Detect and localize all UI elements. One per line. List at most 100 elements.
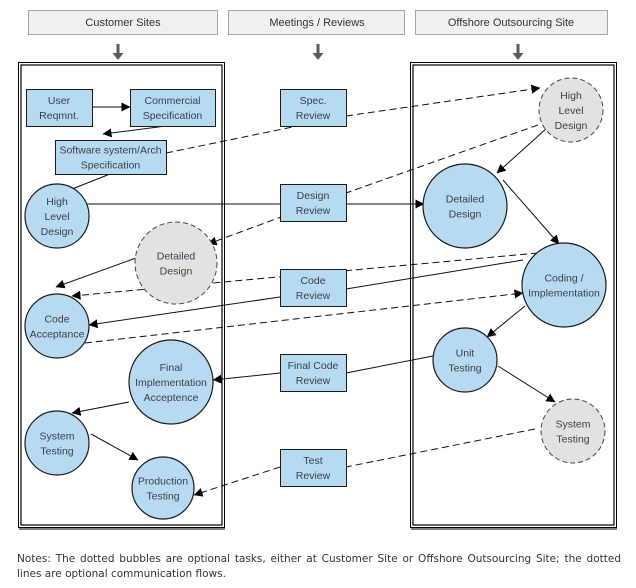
node-label: Design	[449, 209, 482, 221]
node-label: High	[560, 90, 582, 102]
edge-cust-system-testing-to-production-testing	[90, 433, 139, 461]
node-label: Software system/Arch	[59, 145, 161, 157]
node-label: Level	[44, 211, 69, 223]
node-label: Specification	[143, 110, 203, 122]
column-header-label: Customer Sites	[85, 17, 161, 29]
node-label: Coding /	[544, 273, 583, 285]
node-label: Testing	[146, 491, 179, 503]
node-label: System	[555, 419, 590, 431]
node-label: Acceptance	[30, 329, 85, 341]
task-box	[280, 89, 347, 127]
edge-off-system-testing-to-test-review	[345, 428, 536, 468]
edge-coding-impl-to-code-review	[345, 259, 524, 290]
node-label: Production	[138, 476, 188, 488]
node-label: Final Code	[288, 360, 339, 372]
nodes-layer: UserReqmnt.CommercialSpecificationSoftwa…	[24, 77, 607, 520]
edge-spec-review-to-off-hld	[345, 84, 541, 117]
task-bubble	[131, 456, 195, 520]
diagram-notes: Notes: The dotted bubbles are optional t…	[17, 553, 621, 580]
node-label: Implementation	[135, 377, 207, 389]
node-label: Test	[303, 455, 322, 467]
node-label: Detailed	[157, 251, 196, 263]
edge-sw-arch-spec-to-spec-review	[165, 115, 347, 154]
edge-code-review-to-code-acceptance	[88, 296, 281, 329]
node-label: Level	[558, 105, 583, 117]
node-label: Design	[160, 266, 193, 278]
node-label: Review	[296, 470, 331, 482]
node-label: Testing	[40, 446, 73, 458]
edge-final-code-review-to-final-impl-accept	[212, 372, 281, 384]
node-label: System	[39, 431, 74, 443]
node-label: Specification	[81, 160, 141, 172]
node-label: Final	[160, 362, 183, 374]
column-header-label: Offshore Outsourcing Site	[448, 17, 574, 29]
optional-task-bubble	[540, 398, 606, 464]
edge-off-hld-to-off-dd	[496, 127, 548, 174]
task-bubble	[432, 327, 498, 393]
node-label: Testing	[448, 363, 481, 375]
node-label: User	[48, 95, 71, 107]
task-box	[280, 184, 347, 222]
node-label: Review	[296, 205, 331, 217]
node-label: Detailed	[446, 194, 485, 206]
edge-code-acceptance-to-coding-impl	[84, 289, 524, 344]
edges-layer	[55, 84, 560, 497]
edge-cust-dd-to-code-acceptance	[55, 257, 137, 289]
edge-final-impl-accept-to-cust-system-testing	[71, 401, 130, 416]
down-arrow-icon	[512, 44, 524, 60]
down-arrow-icon	[112, 44, 124, 60]
node-label: Unit	[456, 348, 475, 360]
task-bubble	[24, 293, 90, 359]
task-box	[55, 140, 167, 175]
task-bubble	[422, 163, 508, 249]
edge-coding-impl-to-unit-testing	[486, 305, 526, 338]
node-label: Acceptence	[144, 392, 199, 404]
edge-unit-testing-to-final-code-review	[345, 355, 434, 374]
node-label: Review	[296, 375, 331, 387]
node-label: Implementation	[528, 288, 600, 300]
down-arrow-icon	[312, 44, 324, 60]
edge-off-hld-to-design-review	[345, 124, 539, 194]
node-spec-review: Spec. Review	[280, 89, 347, 127]
edge-commercial-spec-to-sw-arch-spec	[102, 125, 167, 138]
node-coding-impl: Coding / Implementation	[521, 242, 607, 328]
node-label: Review	[296, 110, 331, 122]
node-label: Design	[555, 120, 588, 132]
node-label: Commercial	[144, 95, 200, 107]
task-box	[280, 269, 347, 307]
column-header-offshore-site: Offshore Outsourcing Site	[415, 10, 608, 35]
customer-site-container	[18, 62, 225, 530]
optional-task-bubble	[134, 221, 218, 305]
task-box	[280, 354, 347, 392]
task-bubble	[24, 183, 90, 249]
task-bubble	[521, 242, 607, 328]
task-box	[26, 89, 93, 127]
column-header-label: Meetings / Reviews	[269, 17, 365, 29]
node-label: Spec.	[300, 95, 327, 107]
task-bubble	[24, 410, 90, 476]
node-label: Testing	[556, 434, 589, 446]
edge-unit-testing-to-off-system-testing	[497, 365, 556, 403]
task-box	[130, 89, 216, 127]
node-label: Reqmnt.	[39, 110, 79, 122]
node-label: Design	[41, 226, 74, 238]
optional-task-bubble	[538, 77, 604, 143]
offshore-site-container	[410, 62, 617, 530]
node-label: Review	[296, 290, 331, 302]
node-label: Design	[297, 190, 330, 202]
column-header-meetings-reviews: Meetings / Reviews	[228, 10, 405, 35]
